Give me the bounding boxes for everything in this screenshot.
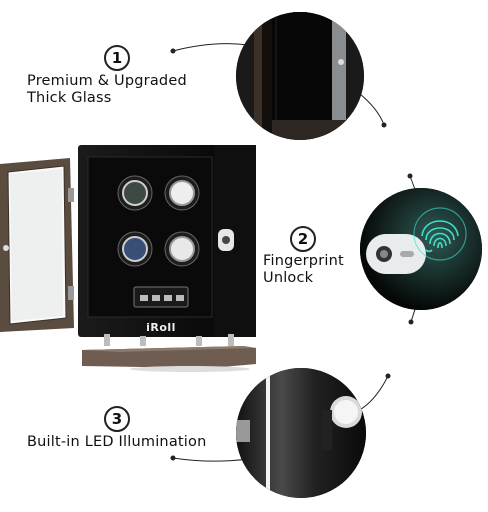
control-panel — [133, 286, 189, 308]
fingerprint-detail-zoom — [360, 188, 482, 310]
feature-1-label: Premium & Upgraded Thick Glass — [27, 73, 187, 107]
feature-2-line2: Unlock — [263, 270, 314, 286]
feature-2-line1: Fingerprint — [263, 253, 344, 269]
feature-3-label: Built-in LED Illumination — [27, 434, 206, 451]
cabinet-base-stand — [82, 334, 256, 372]
door-handle — [3, 245, 9, 251]
feature-3-line1: Built-in LED Illumination — [27, 434, 207, 450]
feature-2-label: Fingerprint Unlock — [263, 253, 344, 287]
feature-1-number-badge: 1 — [104, 45, 130, 71]
glass-detail-zoom — [236, 12, 364, 140]
watch-slot-bottom-right — [164, 231, 200, 267]
feature-2-number-badge: 2 — [290, 226, 316, 252]
feature-3-number-badge: 3 — [104, 406, 130, 432]
watch-slot-top-left — [117, 175, 153, 211]
watch-slot-top-right — [164, 175, 200, 211]
brand-logo: iRoll — [146, 321, 176, 334]
feature-1-line1: Premium & Upgraded — [27, 73, 187, 89]
led-illumination-detail-zoom — [236, 368, 366, 498]
feature-1-line2: Thick Glass — [27, 90, 112, 106]
open-glass-door — [0, 158, 74, 332]
watch-winder-cabinet: iRoll — [78, 145, 256, 337]
watch-slot-bottom-left — [117, 231, 153, 267]
